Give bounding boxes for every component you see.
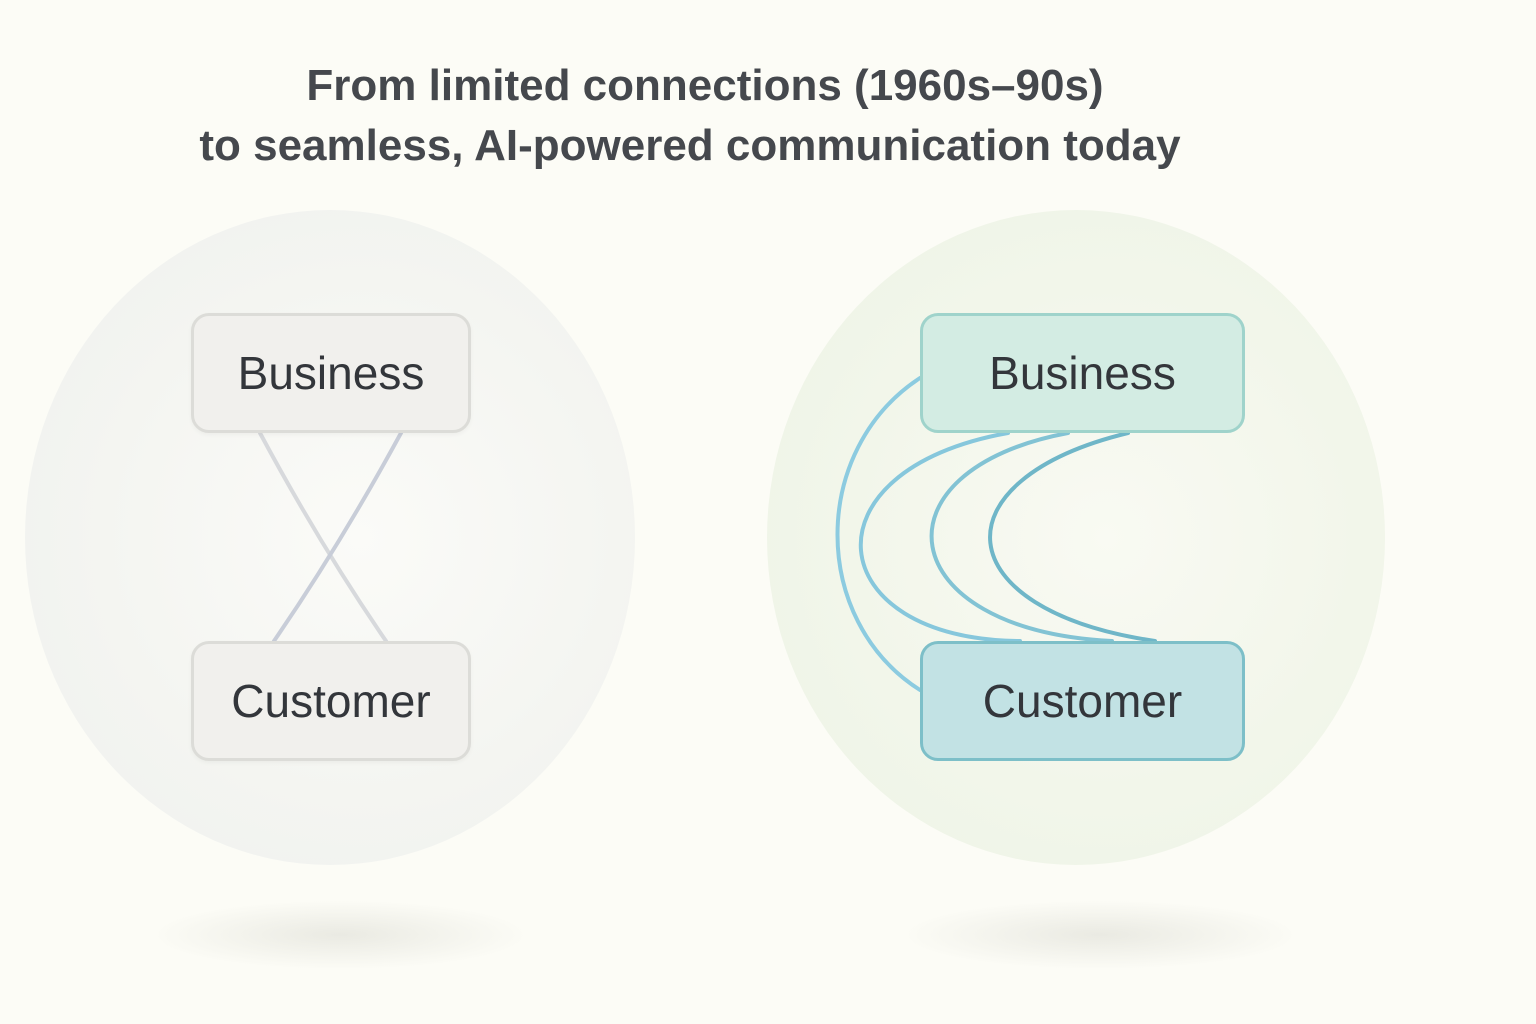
right-connection-1 <box>835 376 922 692</box>
left-customer-label: Customer <box>231 675 431 727</box>
right-business-node: Business <box>920 313 1245 433</box>
left-business-node: Business <box>191 313 471 433</box>
left-customer-node: Customer <box>191 641 471 761</box>
right-connection-3 <box>929 431 1114 643</box>
left-connection-2 <box>272 431 403 643</box>
left-business-label: Business <box>237 347 425 399</box>
right-connection-2 <box>858 431 1022 643</box>
left-panel-shadow <box>150 900 530 970</box>
page-title: From limited connections (1960s–90s) to … <box>0 56 1380 176</box>
title-line-1: From limited connections (1960s–90s) <box>306 61 1104 110</box>
right-business-label: Business <box>989 347 1176 399</box>
left-connection-1 <box>258 431 388 643</box>
right-connection-4 <box>988 431 1157 643</box>
title-line-2: to seamless, AI-powered communication to… <box>199 121 1181 170</box>
right-customer-node: Customer <box>920 641 1245 761</box>
right-panel-shadow <box>900 900 1300 970</box>
right-customer-label: Customer <box>982 675 1183 727</box>
